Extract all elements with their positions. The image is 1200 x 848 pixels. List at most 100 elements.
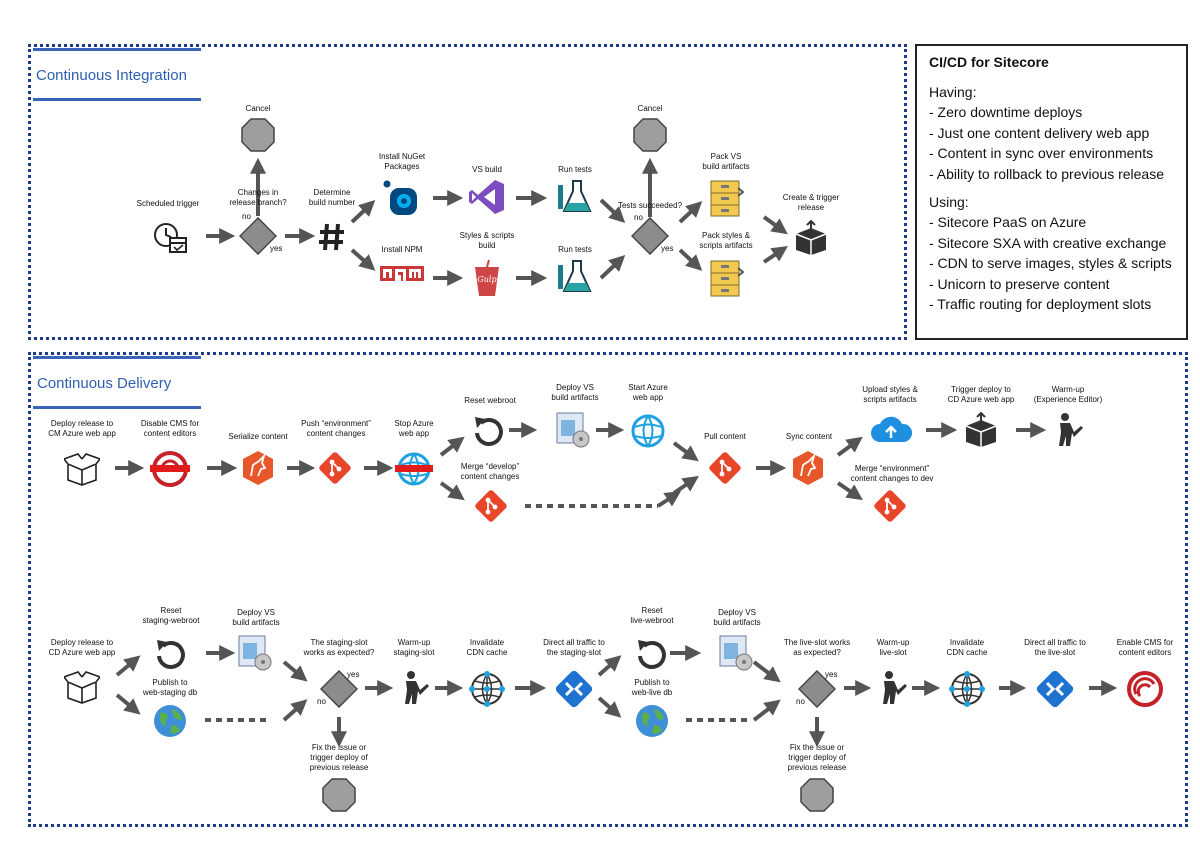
decision-diamond-icon <box>631 217 669 255</box>
warmup-person-icon <box>1059 413 1083 446</box>
node-label: Cancel <box>245 104 271 113</box>
node-label: Changes in release branch? <box>229 188 287 207</box>
azure-webapp-icon <box>631 414 665 448</box>
cloud-upload-icon <box>871 416 912 442</box>
node-label: Warm-up live-slot <box>876 638 910 657</box>
node-label: Cancel <box>637 104 663 113</box>
node-label: Run tests <box>558 165 592 174</box>
node-label: Stop Azure web app <box>394 419 434 438</box>
arrow <box>439 481 465 501</box>
cd-title: Continuous Delivery <box>37 375 172 392</box>
decision-yes: yes <box>347 670 360 679</box>
arrow <box>672 475 699 495</box>
node-label: Pack styles & scripts artifacts <box>699 231 753 250</box>
cdn-globe-icon <box>469 671 505 707</box>
node-label: Warm-up (Experience Editor) <box>1033 385 1103 404</box>
node-label: Trigger deploy to CD Azure web app <box>947 385 1015 404</box>
node-label: Install NuGet Packages <box>378 152 426 171</box>
deploy-package-icon <box>238 635 272 671</box>
node-label: Deploy VS build artifacts <box>551 383 599 402</box>
node-label: Merge “environment” content changes to d… <box>850 464 934 483</box>
arrow <box>282 699 308 722</box>
panel-having-label: Having: <box>929 84 977 100</box>
decision-diamond-icon <box>320 670 358 708</box>
node-label: Invalidate CDN cache <box>466 638 508 657</box>
arrow <box>752 660 781 683</box>
panel-title: CI/CD for Sitecore <box>929 54 1049 70</box>
git-icon <box>319 452 351 484</box>
visual-studio-icon <box>469 180 504 214</box>
ci-title-bar-bottom <box>33 98 201 101</box>
arrow <box>762 215 788 235</box>
open-box-icon <box>64 671 100 704</box>
node-label: Invalidate CDN cache <box>946 638 988 657</box>
arrow <box>678 201 703 224</box>
arrow <box>350 200 376 224</box>
panel-having-item: - Ability to rollback to previous releas… <box>929 165 1164 182</box>
deploy-package-icon <box>556 412 590 448</box>
sitecore-disabled-icon <box>150 451 190 487</box>
arrow <box>282 660 308 682</box>
azure-webapp-stopped-icon <box>395 452 433 486</box>
globe-database-icon <box>154 705 186 737</box>
globe-database-icon <box>636 705 668 737</box>
reset-icon <box>157 640 185 669</box>
deploy-package-icon <box>719 635 753 671</box>
decision-no: no <box>796 697 805 706</box>
panel-using-item: - Unicorn to preserve content <box>929 275 1110 292</box>
test-flask-icon <box>558 260 592 292</box>
panel-having-item: - Content in sync over environments <box>929 145 1154 161</box>
arrow <box>597 696 622 718</box>
node-label: Reset webroot <box>464 396 516 405</box>
panel-using-item: - Sitecore PaaS on Azure <box>929 214 1087 230</box>
stop-octagon-icon <box>633 118 667 152</box>
node-label: Styles & scripts build <box>459 231 515 250</box>
stop-octagon-icon <box>800 778 834 812</box>
unicorn-icon <box>793 451 823 485</box>
cd-title-bar-bottom <box>33 406 201 409</box>
node-label: Reset live-webroot <box>630 606 674 625</box>
test-flask-icon <box>558 180 592 212</box>
summary-panel: CI/CD for Sitecore Having: - Zero downti… <box>915 44 1188 340</box>
node-label: Deploy release to CD Azure web app <box>48 638 116 657</box>
arrow <box>678 248 703 271</box>
node-label: Pack VS build artifacts <box>702 152 750 171</box>
unicorn-icon <box>243 451 273 485</box>
node-label: Fix the issue or trigger deploy of previ… <box>309 743 369 772</box>
decision-yes: yes <box>825 670 838 679</box>
ci-title: Continuous Integration <box>36 67 187 84</box>
arrow <box>836 481 863 501</box>
gulp-icon: Gulp <box>475 259 499 296</box>
decision-no: no <box>242 212 251 221</box>
node-label: Direct all traffic to the live-slot <box>1024 638 1086 657</box>
cd-title-bar-top <box>33 356 201 359</box>
node-label: Enable CMS for content editors <box>1116 638 1174 657</box>
ci-section <box>28 44 907 340</box>
decision-yes: yes <box>661 244 674 253</box>
npm-icon <box>380 266 424 281</box>
git-icon <box>475 490 507 522</box>
stop-octagon-icon <box>322 778 356 812</box>
arrow <box>439 436 465 457</box>
node-label: Fix the issue or trigger deploy of previ… <box>787 743 847 772</box>
node-label: VS build <box>472 165 502 174</box>
hash-icon <box>319 223 344 251</box>
panel-using-label: Using: <box>929 194 969 210</box>
node-label: The staging-slot works as expected? <box>303 638 375 657</box>
node-label: Serialize content <box>228 432 288 441</box>
panel-using-item: - Traffic routing for deployment slots <box>929 296 1152 312</box>
arrow <box>599 255 626 280</box>
node-label: Warm-up staging-slot <box>393 638 435 657</box>
arrow <box>762 246 788 264</box>
node-label: Tests succeeded? <box>617 201 683 210</box>
node-label: Publish to web-staging db <box>142 678 198 697</box>
node-label: Disable CMS for content editors <box>140 419 200 438</box>
warmup-person-icon <box>405 671 429 704</box>
panel-using-item: - Sitecore SXA with creative exchange <box>929 234 1167 251</box>
arrow <box>115 655 141 677</box>
clock-calendar-icon <box>154 223 187 253</box>
node-label: Push “environment” content changes <box>301 419 371 438</box>
open-box-icon <box>64 453 100 486</box>
archive-pack-icon <box>710 260 744 297</box>
node-label: Publish to web-live db <box>631 678 673 697</box>
